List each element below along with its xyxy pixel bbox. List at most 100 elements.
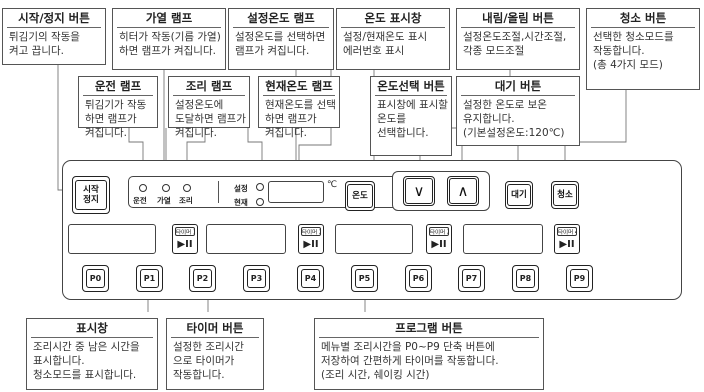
program-button-p1[interactable]: P1 [136,265,163,292]
heat-lamp [162,184,170,192]
timer-label: 타이머 [430,230,446,236]
timer-button-2[interactable]: 타이머 2 ▶II [298,224,324,254]
start-stop-button[interactable]: 시작 정지 [72,176,110,214]
program-button-p4[interactable]: P4 [297,265,324,292]
callout-line: 청소모드를 표시합니다. [33,369,137,381]
callout-line: (기본설정온도:120℃) [463,127,565,139]
callout-line: 하면 램프가 [85,113,137,125]
callout-line: 설정온도에 [175,99,224,111]
timer-display-3 [335,224,413,254]
clean-label: 청소 [557,190,573,200]
callout-title: 내림/올림 버튼 [461,9,575,28]
timer-button-1[interactable]: 타이머 1 ▶II [172,224,198,254]
program-label: P7 [462,269,481,288]
program-label: P9 [570,269,589,288]
program-button-p8[interactable]: P8 [512,265,539,292]
timer-label: 타이머 [176,230,192,236]
down-button[interactable]: ∨ [403,176,435,206]
cook-lamp [183,184,191,192]
program-label: P2 [193,269,212,288]
program-label: P3 [247,269,266,288]
callout-title: 대기 버튼 [461,77,575,96]
timer-number: 4 [575,228,576,235]
set-temp-lamp [256,183,264,191]
callout-title: 온도 표시창 [341,9,445,28]
divider [218,181,219,203]
callout-line: 표시합니다. [33,355,85,367]
program-button-p2[interactable]: P2 [189,265,216,292]
callout-line: 켜집니다. [175,127,217,139]
callout-title: 시작/정지 버튼 [7,9,101,28]
play-pause-icon: ▶II [177,239,193,250]
program-button-p3[interactable]: P3 [243,265,270,292]
callout-title: 표시창 [31,319,153,338]
set-lamp-label: 설정 [234,184,248,193]
callout-title: 설정온도 램프 [233,9,329,28]
temp-select-button[interactable]: 온도 [345,181,375,211]
program-button-p9[interactable]: P9 [566,265,593,292]
play-pause-icon: ▶II [303,239,319,250]
program-label: P8 [516,269,535,288]
callout-title: 조리 램프 [173,77,245,96]
callout-line: 설정온도를 선택하면 [235,31,326,43]
callout-line: 튀김기가 작동 [85,99,147,111]
callout-line: 하면 램프가 [265,113,317,125]
run-lamp-label: 운전 [133,196,147,205]
play-pause-icon: ▶II [431,239,447,250]
callout-line: 유지합니다. [463,113,515,125]
start-stop-label: 정지 [83,195,99,205]
callout-line: 설정온도조절,시간조절, [463,31,567,43]
callout-line: 에러번호 표시 [343,45,405,57]
timer-number: 3 [447,228,448,235]
callout-line: 으로 타이머가 [173,355,235,367]
callout-line: (조리 시간, 쉐이킹 시간) [321,369,430,381]
callout-line: 설정한 온도로 보온 [463,99,547,111]
timer-label: 타이머 [302,230,318,236]
callout-line: 선택합니다. [377,127,429,139]
callout-line: 히터가 작동(기름 가열) [119,31,221,43]
run-lamp [139,184,147,192]
callout-title: 온도선택 버튼 [375,77,447,96]
callout-title: 프로그램 버튼 [319,319,539,338]
callout-line: 켜집니다. [265,127,307,139]
callout-line: 켜고 끕니다. [9,45,64,57]
chevron-down-icon: ∨ [413,182,425,200]
program-button-p0[interactable]: P0 [82,265,109,292]
temp-select-label: 온도 [352,191,368,201]
program-label: P5 [355,269,374,288]
callout-line: 표시창에 표시할 [377,99,448,111]
timer-number: 2 [319,228,320,235]
temperature-display [268,181,324,203]
timer-button-4[interactable]: 타이머 4 ▶II [554,224,580,254]
program-button-p7[interactable]: P7 [458,265,485,292]
callout-down-up: 내림/올림 버튼 설정온도조절,시간조절,각종 모드조절 [456,8,580,70]
program-button-p6[interactable]: P6 [405,265,432,292]
clean-button[interactable]: 청소 [551,181,579,209]
callout-line: 하면 램프가 켜집니다. [119,45,216,57]
callout-title: 가열 램프 [117,9,221,28]
callout-title: 현재온도 램프 [263,77,335,96]
program-button-p5[interactable]: P5 [351,265,378,292]
degree-unit: ℃ [327,180,338,190]
chevron-up-icon: ∧ [457,182,469,200]
callout-line: 메뉴별 조리시간을 P0~P9 단축 버튼에 [321,341,495,353]
callout-line: 조리시간 중 남은 시간을 [33,341,140,353]
callout-line: 작동합니다. [173,369,225,381]
program-label: P0 [86,269,105,288]
timer-display-1 [68,224,156,254]
callout-line: 작동합니다. [593,45,645,57]
program-label: P6 [409,269,428,288]
play-pause-icon: ▶II [559,239,575,250]
standby-button[interactable]: 대기 [505,181,533,209]
timer-display-2 [206,224,286,254]
up-button[interactable]: ∧ [447,176,479,206]
timer-button-3[interactable]: 타이머 3 ▶II [426,224,452,254]
